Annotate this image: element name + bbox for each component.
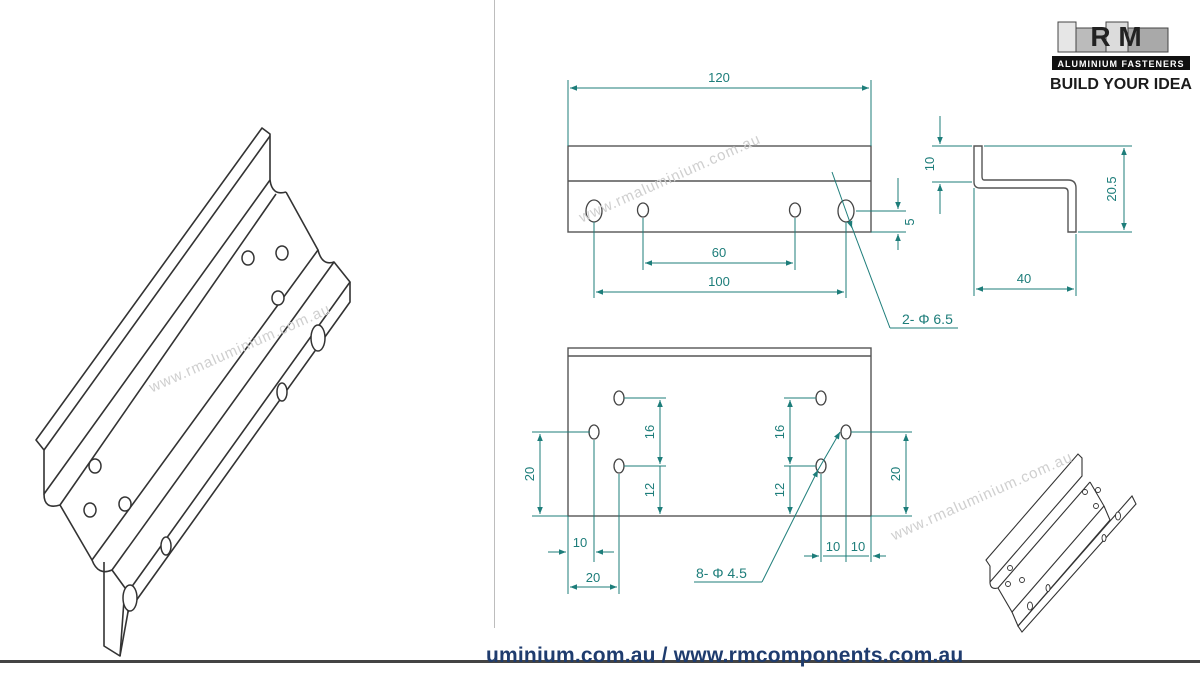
callout-small-holes: 8- Φ 4.5 [696, 565, 747, 581]
callout-large-holes: 2- Φ 6.5 [902, 311, 953, 327]
hole-web-4 [122, 584, 138, 612]
dim-hole-pitch-inner: 60 [712, 245, 726, 260]
top-view-holes [588, 390, 852, 474]
isometric-bracket-drawing [35, 127, 351, 657]
dim-right-height: 20 [888, 467, 903, 481]
brand-logo: R M ALUMINIUM FASTENERS [1046, 8, 1196, 98]
hole-top-5 [83, 502, 97, 518]
hole-top-1 [241, 250, 255, 266]
footer-website-links: uminium.com.au / www.rmcomponents.com.au [486, 644, 964, 667]
side-view-profile [973, 145, 1077, 233]
hole-web-3 [160, 536, 172, 556]
front-view-holes [585, 199, 855, 223]
dim-overall-length: 120 [708, 70, 730, 85]
logo-subtitle: ALUMINIUM FASTENERS [1058, 59, 1185, 69]
front-view-outline [567, 145, 872, 233]
dim-left-x1: 10 [573, 535, 587, 550]
dim-right-x2: 10 [851, 539, 865, 554]
hole-top-2 [275, 245, 289, 261]
hole-web-1 [310, 324, 326, 352]
dim-right-x1: 10 [826, 539, 840, 554]
footer-rule [0, 660, 1200, 663]
dim-left-height: 20 [522, 467, 537, 481]
brand-tagline: BUILD YOUR IDEA [1050, 76, 1192, 93]
hole-top-3 [271, 290, 285, 306]
dim-hole-pitch-outer: 100 [708, 274, 730, 289]
dim-left-offset-v: 12 [642, 483, 657, 497]
hole-top-4 [88, 458, 102, 474]
dim-left-x2: 20 [586, 570, 600, 585]
hole-web-2 [276, 382, 288, 402]
dim-left-pitch-v: 16 [642, 425, 657, 439]
dim-depth: 40 [1017, 271, 1031, 286]
dim-right-offset-v: 12 [772, 483, 787, 497]
isometric-view-panel: www.rmaluminium.com.au [0, 0, 490, 662]
dim-hole-offset: 5 [902, 218, 917, 225]
dim-total-height: 20.5 [1104, 176, 1119, 201]
dim-flange-height: 10 [922, 157, 937, 171]
technical-drawing-panel [494, 0, 1200, 628]
logo-initials: R M [1090, 21, 1141, 52]
top-view-outline [567, 347, 872, 517]
hole-top-6 [118, 496, 132, 512]
thumbnail-isometric [985, 453, 1137, 633]
dim-right-pitch-v: 16 [772, 425, 787, 439]
logo-mark: R M ALUMINIUM FASTENERS [1052, 21, 1190, 70]
technical-drawing: 120 60 100 5 2- Φ 6.5 10 20.5 40 [522, 70, 1137, 633]
